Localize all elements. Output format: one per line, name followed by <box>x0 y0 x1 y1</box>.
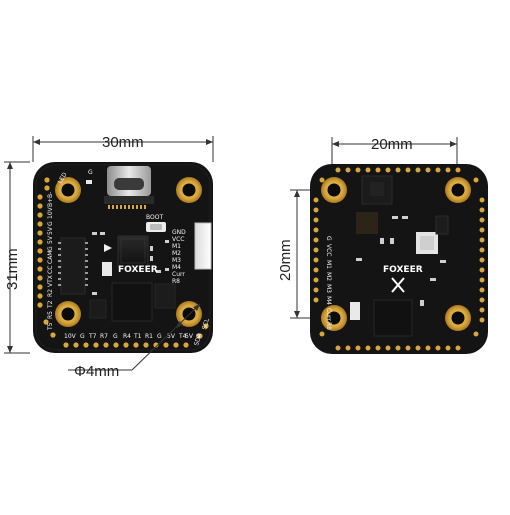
left-edge-pads <box>37 177 50 308</box>
right-side-labels: GND VCC M1 M2 M3 M4 Curr R8 <box>172 229 186 285</box>
left-side-labels: T5 R5 T2 R2 VTX CC CAM G 5V 5V G 10V B+ … <box>47 192 54 331</box>
svg-text:5V: 5V <box>47 235 54 244</box>
right-esc-board: FOXEER G VCC M1 M2 M3 M4 Curr R8 <box>290 137 488 354</box>
svg-text:M4: M4 <box>172 264 181 271</box>
right-height-label: 20mm <box>277 239 294 281</box>
svg-text:SDA: SDA <box>193 332 203 347</box>
esc-mounting-holes <box>321 177 471 331</box>
svg-text:R5: R5 <box>47 311 54 319</box>
svg-text:R1: R1 <box>145 333 153 340</box>
bottom-edge-pads <box>43 319 209 348</box>
right-width-label: 20mm <box>371 136 413 153</box>
svg-text:CC: CC <box>47 266 54 274</box>
right-brand-text: FOXEER <box>383 265 423 275</box>
svg-text:G: G <box>88 169 93 176</box>
svg-text:GND: GND <box>172 229 186 236</box>
svg-text:VCC: VCC <box>172 236 184 243</box>
left-flight-controller: FOXEER BOOT GND VCC M1 M2 M3 M4 Curr R8 … <box>4 136 214 371</box>
svg-text:VCC: VCC <box>325 244 332 256</box>
svg-text:G: G <box>325 236 332 241</box>
svg-text:G: G <box>157 333 162 340</box>
svg-text:Curr: Curr <box>325 308 332 321</box>
left-brand-text: FOXEER <box>118 265 158 275</box>
esc-edge-pads <box>313 167 485 351</box>
svg-text:M4: M4 <box>325 296 332 305</box>
side-connector <box>194 222 212 270</box>
svg-text:T2: T2 <box>47 300 54 309</box>
svg-text:T5: T5 <box>47 322 54 331</box>
svg-text:10V: 10V <box>47 206 54 219</box>
left-width-label: 30mm <box>102 134 144 151</box>
left-height-label: 31mm <box>4 248 21 290</box>
svg-text:SCL: SCL <box>201 317 211 330</box>
svg-text:G: G <box>196 333 201 340</box>
svg-text:G: G <box>47 246 54 251</box>
svg-text:10V: 10V <box>64 333 77 340</box>
svg-text:M1: M1 <box>325 260 332 269</box>
svg-text:M3: M3 <box>172 257 181 264</box>
svg-text:R4: R4 <box>123 333 131 340</box>
svg-text:M2: M2 <box>172 250 181 257</box>
svg-text:5V: 5V <box>185 333 194 340</box>
svg-text:T7: T7 <box>88 333 97 340</box>
hole-leader-line <box>131 303 201 371</box>
svg-text:VTX: VTX <box>47 275 54 287</box>
brand-logo-mark <box>391 277 405 293</box>
boot-label: BOOT <box>146 214 163 221</box>
mcu-chip <box>117 235 149 267</box>
svg-text:R8: R8 <box>172 278 180 285</box>
svg-text:T1: T1 <box>133 333 142 340</box>
esc-edge-labels: G VCC M1 M2 M3 M4 Curr R8 <box>325 236 332 330</box>
corner-labels: SDA SCL 5V G <box>185 317 211 346</box>
svg-text:Curr: Curr <box>172 271 185 278</box>
svg-text:G: G <box>47 221 54 226</box>
svg-text:R2: R2 <box>47 289 54 297</box>
svg-text:M1: M1 <box>172 243 181 250</box>
svg-text:R7: R7 <box>100 333 108 340</box>
svg-text:CAM: CAM <box>47 251 54 264</box>
svg-text:G: G <box>113 333 118 340</box>
svg-text:R8: R8 <box>325 322 332 330</box>
svg-text:G: G <box>80 333 85 340</box>
svg-text:B-: B- <box>47 192 54 198</box>
svg-text:B+: B+ <box>47 198 54 207</box>
svg-text:5V: 5V <box>47 226 54 235</box>
bottom-labels: 10V G T7 R7 G R4 T1 R1 G 5V T4 <box>64 333 187 340</box>
svg-text:T4: T4 <box>178 333 187 340</box>
svg-text:M3: M3 <box>325 284 332 293</box>
hole-diameter-label: Φ4mm <box>74 363 120 380</box>
svg-text:5V: 5V <box>167 333 176 340</box>
svg-text:M2: M2 <box>325 272 332 281</box>
